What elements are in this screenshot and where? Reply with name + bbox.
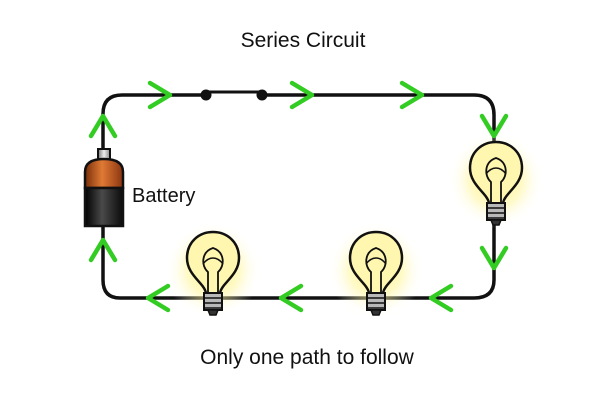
arrow-icon bbox=[145, 283, 171, 313]
diagram-title: Series Circuit bbox=[241, 29, 366, 52]
diagram-caption: Only one path to follow bbox=[200, 346, 414, 369]
light-bulb-icon bbox=[326, 220, 426, 320]
arrow-icon bbox=[147, 80, 173, 110]
light-bulb-icon bbox=[163, 220, 263, 320]
battery-label: Battery bbox=[132, 185, 195, 207]
arrow-icon bbox=[479, 245, 509, 271]
arrow-icon bbox=[399, 80, 425, 110]
arrow-icon bbox=[289, 80, 315, 110]
light-bulb-icon bbox=[446, 130, 546, 230]
arrow-icon bbox=[479, 113, 509, 139]
arrow-icon bbox=[428, 283, 454, 313]
arrow-icon bbox=[278, 283, 304, 313]
battery-icon bbox=[83, 148, 125, 228]
arrow-icon bbox=[88, 237, 118, 263]
arrow-icon bbox=[88, 113, 118, 139]
switch-icon bbox=[200, 89, 268, 101]
